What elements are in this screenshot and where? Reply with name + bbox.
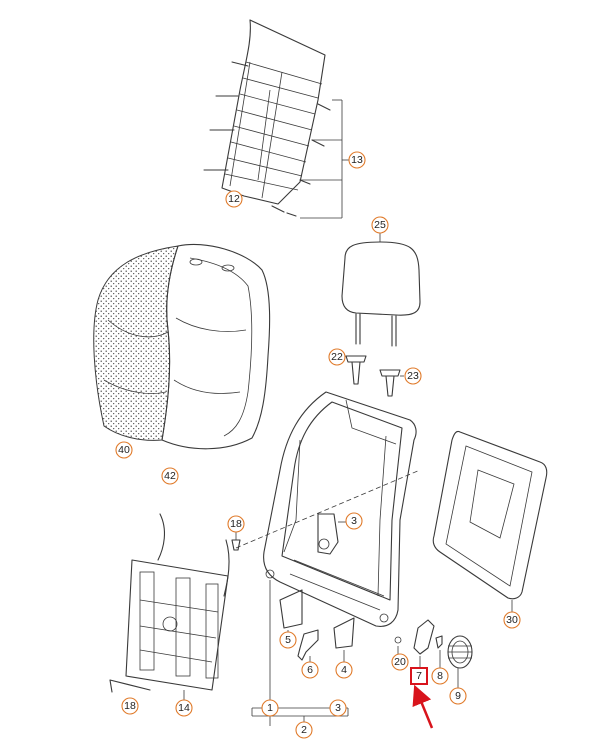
svg-text:1: 1 <box>267 702 273 714</box>
spring-mat-part-12 <box>203 19 352 219</box>
callout-14: 14 <box>175 699 193 717</box>
svg-text:18: 18 <box>124 700 136 712</box>
callout-18-upper: 18 <box>227 515 245 533</box>
callout-30: 30 <box>503 611 521 629</box>
handle-part-7 <box>413 619 435 668</box>
clip-part-18-upper <box>231 532 241 551</box>
svg-text:20: 20 <box>394 656 406 668</box>
svg-text:9: 9 <box>455 690 461 702</box>
svg-text:2: 2 <box>301 724 307 736</box>
svg-text:5: 5 <box>285 634 291 646</box>
svg-text:12: 12 <box>228 193 240 205</box>
svg-text:7: 7 <box>416 670 422 682</box>
backrest-padding-part-40 <box>93 245 179 441</box>
highlight-part-7: 7 <box>410 667 434 729</box>
callout-4: 4 <box>335 661 353 679</box>
callout-8: 8 <box>431 667 449 685</box>
clip-part-8 <box>435 635 443 668</box>
svg-text:4: 4 <box>341 664 347 676</box>
svg-text:30: 30 <box>506 614 518 626</box>
svg-text:18: 18 <box>230 518 242 530</box>
screw-part-20 <box>394 636 402 654</box>
svg-text:25: 25 <box>374 219 386 231</box>
backrest-frame-part-1 <box>235 391 421 726</box>
knob-part-9 <box>447 635 473 688</box>
callout-23: 23 <box>404 367 422 385</box>
callout-3-lower: 3 <box>329 699 347 717</box>
callout-9: 9 <box>449 687 467 705</box>
callout-25: 25 <box>371 216 389 234</box>
backrest-panel-part-30 <box>432 430 548 612</box>
cover-part-5 <box>279 589 303 636</box>
callout-5: 5 <box>279 631 297 649</box>
bracket-part-4 <box>333 617 355 662</box>
callout-18-lower: 18 <box>121 697 139 715</box>
lever-part-6 <box>297 629 319 662</box>
callout-13: 13 <box>348 151 366 169</box>
svg-text:13: 13 <box>351 154 363 166</box>
backrest-cover-part-42 <box>161 243 271 450</box>
svg-text:14: 14 <box>178 702 190 714</box>
svg-text:42: 42 <box>164 470 176 482</box>
headrest-part-25 <box>341 232 421 347</box>
callout-22: 22 <box>328 348 346 366</box>
callout-20: 20 <box>391 653 409 671</box>
highlight-arrow <box>412 684 434 729</box>
callout-12: 12 <box>225 190 243 208</box>
callout-40: 40 <box>115 441 133 459</box>
callout-1: 1 <box>261 699 279 717</box>
callout-6: 6 <box>301 661 319 679</box>
svg-text:6: 6 <box>307 664 313 676</box>
svg-text:8: 8 <box>437 670 443 682</box>
headrest-guides-22-23 <box>345 355 404 397</box>
svg-text:3: 3 <box>335 702 341 714</box>
callout-42: 42 <box>161 467 179 485</box>
svg-text:40: 40 <box>118 444 130 456</box>
svg-text:22: 22 <box>331 351 343 363</box>
lumbar-support-part-14 <box>109 513 230 700</box>
svg-text:3: 3 <box>351 515 357 527</box>
callout-2: 2 <box>295 721 313 739</box>
recliner-part-3 <box>317 513 346 555</box>
callout-3: 3 <box>345 512 363 530</box>
svg-text:23: 23 <box>407 370 419 382</box>
